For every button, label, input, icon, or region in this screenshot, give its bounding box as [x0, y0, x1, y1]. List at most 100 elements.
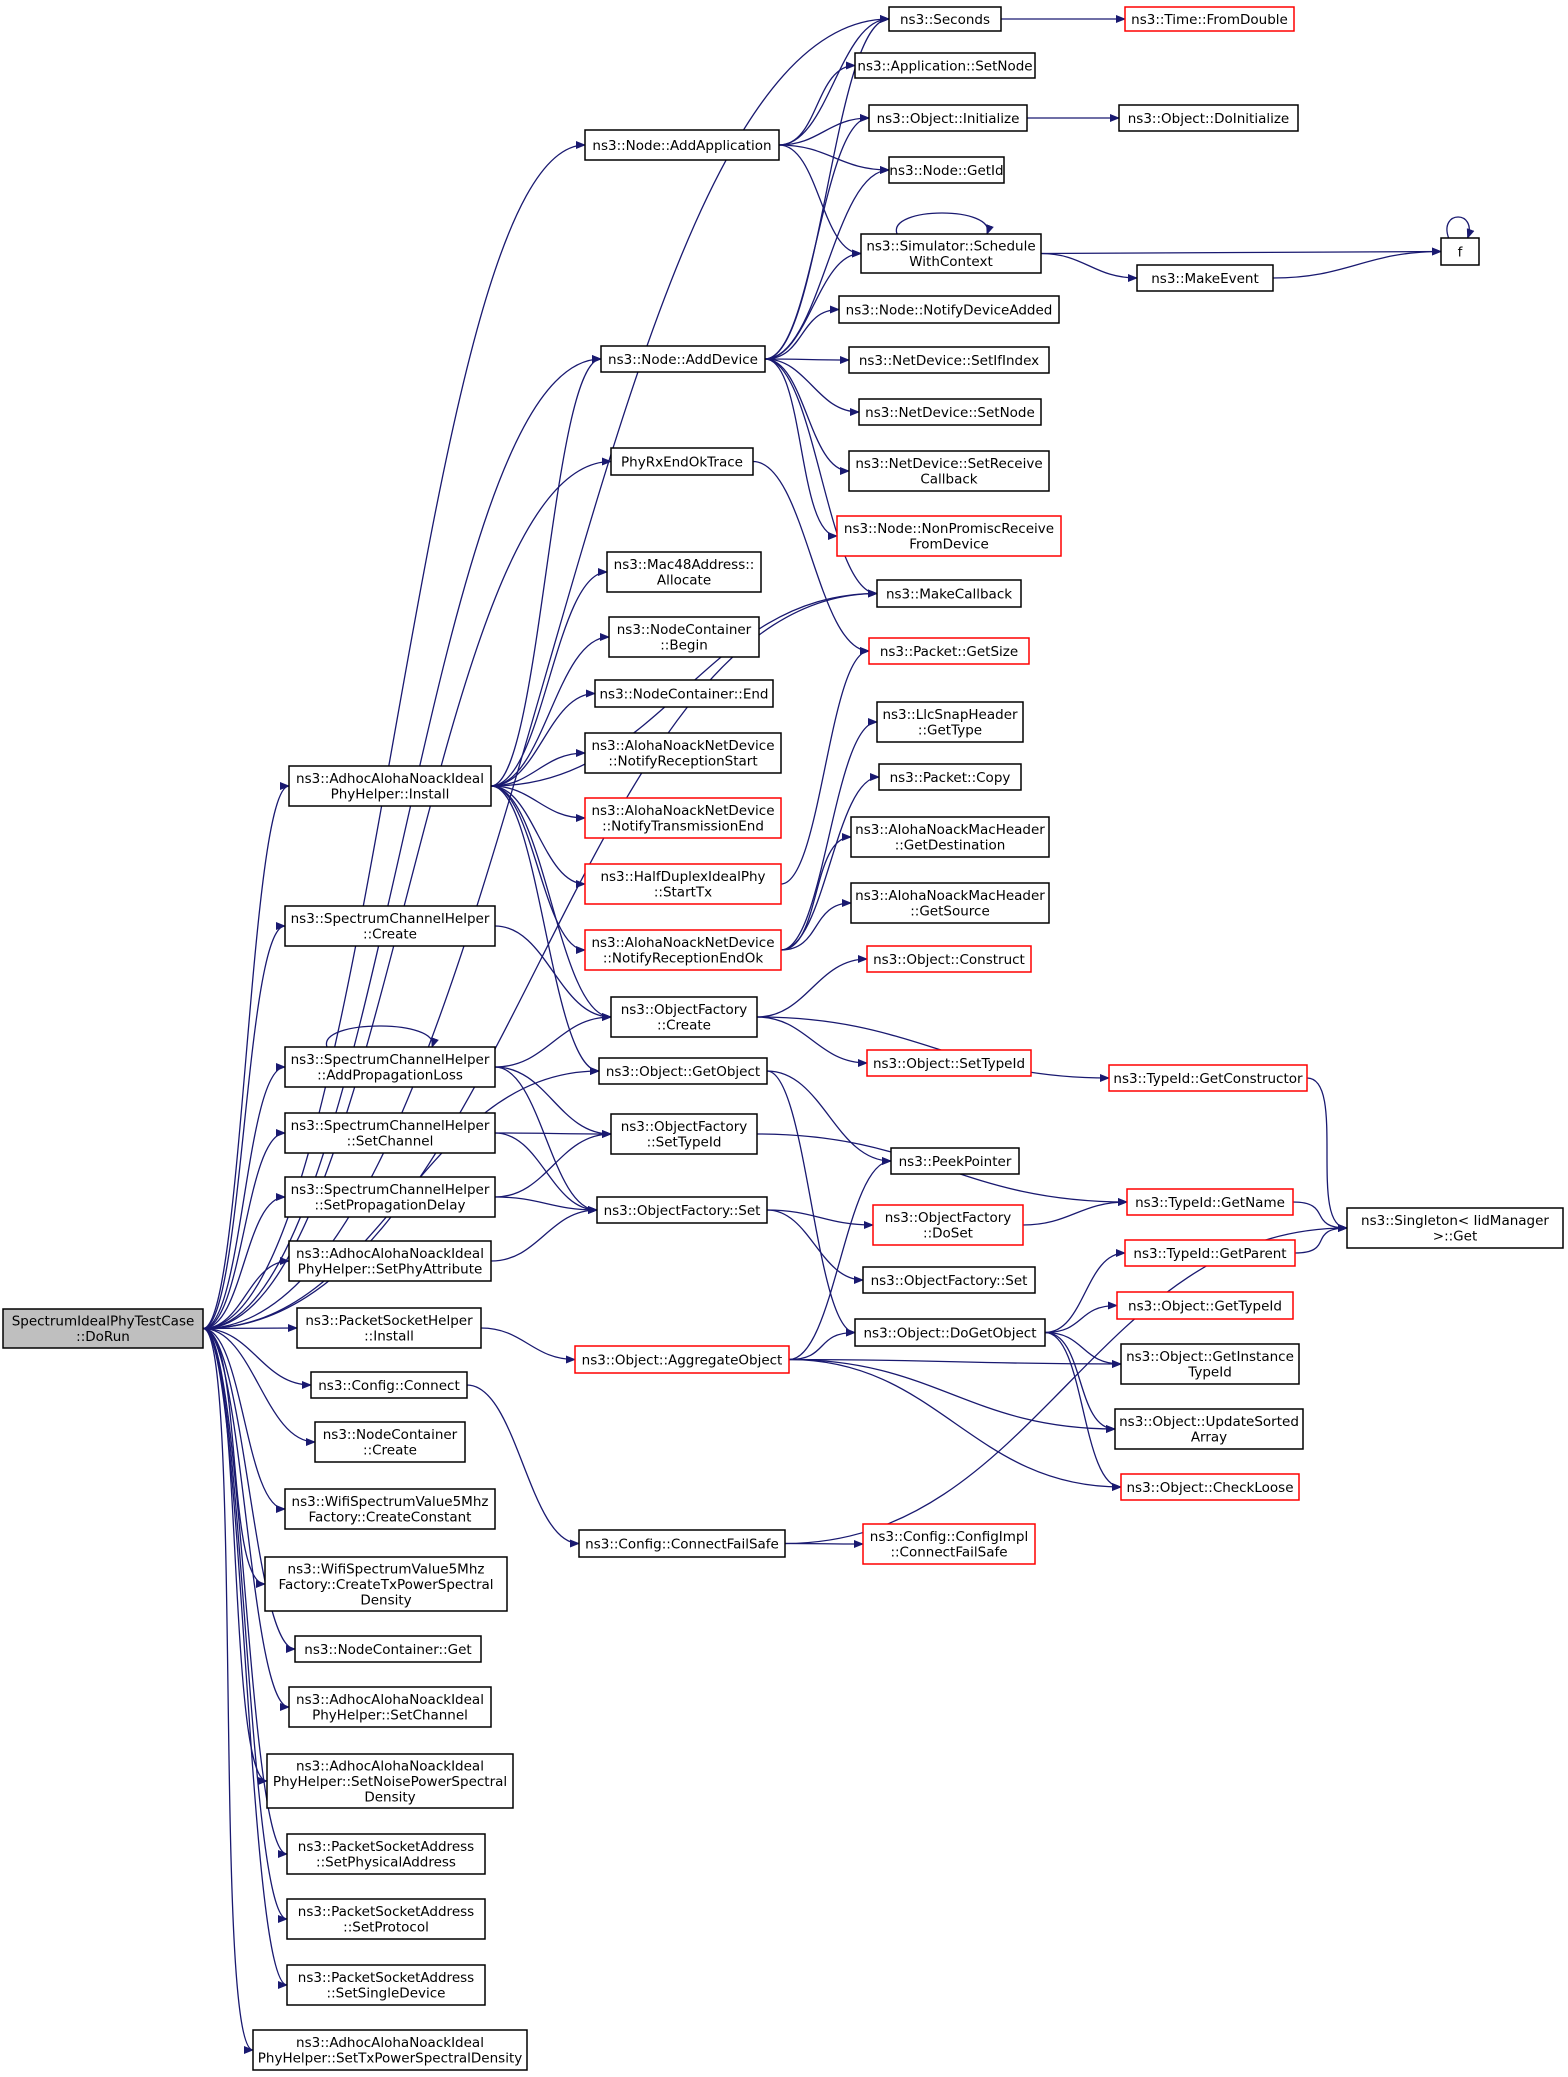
node-box — [610, 1113, 758, 1155]
node-aloha_settxpsd[interactable]: ns3::AdhocAlohaNoackIdealPhyHelper::SetT… — [252, 2029, 528, 2071]
node-box — [1126, 1188, 1294, 1216]
node-time_fromdouble[interactable]: ns3::Time::FromDouble — [1124, 6, 1295, 32]
node-psh_install[interactable]: ns3::PacketSocketHelper::Install — [296, 1307, 482, 1349]
node-nd_setifindex[interactable]: ns3::NetDevice::SetIfIndex — [848, 346, 1050, 374]
node-pkt_getsize[interactable]: ns3::Packet::GetSize — [868, 637, 1030, 665]
node-root[interactable]: SpectrumIdealPhyTestCase::DoRun — [2, 1308, 204, 1349]
node-nc_get[interactable]: ns3::NodeContainer::Get — [294, 1635, 482, 1663]
node-node_notifydev[interactable]: ns3::Node::NotifyDeviceAdded — [838, 295, 1060, 324]
node-aloha_install[interactable]: ns3::AdhocAlohaNoackIdealPhyHelper::Inst… — [288, 765, 492, 807]
node-and_rxstart[interactable]: ns3::AlohaNoackNetDevice::NotifyReceptio… — [584, 732, 782, 774]
node-of_doset[interactable]: ns3::ObjectFactory::DoSet — [872, 1204, 1024, 1246]
node-of_set2[interactable]: ns3::ObjectFactory::Set — [862, 1266, 1036, 1294]
edge-psh_install-to-obj_aggregate — [480, 1327, 576, 1364]
node-nc_begin[interactable]: ns3::NodeContainer::Begin — [608, 616, 760, 658]
node-label-line: Array — [1191, 1430, 1227, 1446]
node-sch_addprop[interactable]: ns3::SpectrumChannelHelper::AddPropagati… — [284, 1046, 496, 1088]
node-pkt_copy[interactable]: ns3::Packet::Copy — [878, 763, 1022, 791]
node-box — [848, 450, 1050, 492]
node-label-line: ns3::Object::CheckLoose — [1126, 1480, 1293, 1496]
node-of_set[interactable]: ns3::ObjectFactory::Set — [596, 1196, 768, 1224]
node-wsv_createtx[interactable]: ns3::WifiSpectrumValue5MhzFactory::Creat… — [264, 1556, 508, 1612]
node-obj_getobject[interactable]: ns3::Object::GetObject — [598, 1057, 768, 1085]
node-node_adddevice[interactable]: ns3::Node::AddDevice — [600, 345, 766, 373]
node-label-line: ns3::NodeContainer — [617, 622, 752, 638]
node-aloha_setchannel[interactable]: ns3::AdhocAlohaNoackIdealPhyHelper::SetC… — [288, 1686, 492, 1728]
node-wsv_createconst[interactable]: ns3::WifiSpectrumValue5MhzFactory::Creat… — [284, 1488, 496, 1530]
node-singleton_get[interactable]: ns3::Singleton< IidManager>::Get — [1346, 1207, 1564, 1249]
node-makecallback[interactable]: ns3::MakeCallback — [876, 579, 1022, 608]
node-seconds[interactable]: ns3::Seconds — [888, 6, 1002, 32]
node-llc_gettype[interactable]: ns3::LlcSnapHeader::GetType — [876, 701, 1024, 743]
node-label-line: ns3::Node::NotifyDeviceAdded — [846, 302, 1053, 318]
node-nc_create[interactable]: ns3::NodeContainer::Create — [314, 1421, 466, 1463]
node-obj_construct[interactable]: ns3::Object::Construct — [866, 945, 1032, 973]
node-label-line: Factory::CreateTxPowerSpectral — [278, 1577, 493, 1593]
node-cfgimpl_connectfs[interactable]: ns3::Config::ConfigImpl::ConnectFailSafe — [862, 1523, 1036, 1565]
node-hd_starttx[interactable]: ns3::HalfDuplexIdealPhy::StartTx — [584, 863, 782, 905]
node-psa_setproto[interactable]: ns3::PacketSocketAddress::SetProtocol — [286, 1898, 486, 1940]
edge-sch_addprop-to-of_set — [494, 1066, 598, 1214]
node-nc_end[interactable]: ns3::NodeContainer::End — [594, 679, 774, 708]
node-f[interactable]: f — [1440, 237, 1480, 266]
node-tid_getctor[interactable]: ns3::TypeId::GetConstructor — [1108, 1064, 1308, 1092]
node-aloha_setnoise[interactable]: ns3::AdhocAlohaNoackIdealPhyHelper::SetN… — [266, 1753, 514, 1809]
node-obj_initialize[interactable]: ns3::Object::Initialize — [868, 104, 1028, 132]
edge-node_addapp-to-obj_initialize — [778, 114, 870, 146]
node-psa_setsingle[interactable]: ns3::PacketSocketAddress::SetSingleDevic… — [286, 1964, 486, 2006]
node-nd_setnode[interactable]: ns3::NetDevice::SetNode — [858, 398, 1042, 426]
node-label-line: ns3::LlcSnapHeader — [882, 707, 1018, 723]
node-app_setnode[interactable]: ns3::Application::SetNode — [854, 52, 1036, 79]
node-box — [600, 345, 766, 373]
node-label-line: ns3::TypeId::GetParent — [1133, 1246, 1286, 1262]
node-label-line: ns3::Object::Initialize — [877, 111, 1020, 127]
edge-root-to-psa_setphys — [202, 1327, 288, 1858]
node-obj_aggregate[interactable]: ns3::Object::AggregateObject — [574, 1345, 790, 1374]
node-obj_settypeid[interactable]: ns3::Object::SetTypeId — [866, 1049, 1032, 1077]
node-label-line: ns3::NodeContainer::End — [600, 686, 769, 702]
node-of_create[interactable]: ns3::ObjectFactory::Create — [610, 996, 758, 1038]
node-node_addapp[interactable]: ns3::Node::AddApplication — [584, 129, 780, 161]
node-makeevent[interactable]: ns3::MakeEvent — [1136, 264, 1274, 292]
node-obj_dogetobject[interactable]: ns3::Object::DoGetObject — [854, 1318, 1046, 1347]
node-node_getid[interactable]: ns3::Node::GetId — [888, 156, 1005, 184]
node-mac48_alloc[interactable]: ns3::Mac48Address::Allocate — [606, 551, 762, 593]
node-box — [284, 1046, 496, 1088]
node-box — [890, 1147, 1020, 1175]
edge-sch_setpropdelay-to-of_settypeid — [494, 1130, 612, 1198]
node-mac_getdest[interactable]: ns3::AlohaNoackMacHeader::GetDestination — [850, 816, 1050, 858]
node-cfg_connect[interactable]: ns3::Config::Connect — [310, 1371, 468, 1399]
node-and_rxendok[interactable]: ns3::AlohaNoackNetDevice::NotifyReceptio… — [584, 929, 782, 971]
node-and_txend[interactable]: ns3::AlohaNoackNetDevice::NotifyTransmis… — [584, 797, 782, 839]
node-box — [888, 156, 1005, 184]
edge-aloha_install-to-node_adddevice — [490, 355, 602, 787]
node-sch_setpropdelay[interactable]: ns3::SpectrumChannelHelper::SetPropagati… — [284, 1176, 496, 1218]
edge-f-to-f — [1446, 216, 1475, 239]
node-sch_create[interactable]: ns3::SpectrumChannelHelper::Create — [284, 905, 496, 947]
node-tid_getname[interactable]: ns3::TypeId::GetName — [1126, 1188, 1294, 1216]
node-obj_doinit[interactable]: ns3::Object::DoInitialize — [1118, 104, 1299, 132]
node-box — [594, 679, 774, 708]
node-mac_getsrc[interactable]: ns3::AlohaNoackMacHeader::GetSource — [850, 882, 1050, 924]
node-obj_checkloose[interactable]: ns3::Object::CheckLoose — [1120, 1473, 1300, 1501]
node-label-line: Factory::CreateConstant — [309, 1510, 472, 1526]
node-obj_gettypeid[interactable]: ns3::Object::GetTypeId — [1116, 1291, 1294, 1320]
node-phyrx_trace[interactable]: PhyRxEndOkTrace — [610, 447, 754, 476]
node-label-line: ns3::PacketSocketAddress — [298, 1970, 474, 1986]
node-label-line: PhyRxEndOkTrace — [621, 454, 743, 470]
node-tid_getparent[interactable]: ns3::TypeId::GetParent — [1124, 1239, 1296, 1267]
node-peekpointer[interactable]: ns3::PeekPointer — [890, 1147, 1020, 1175]
node-of_settypeid[interactable]: ns3::ObjectFactory::SetTypeId — [610, 1113, 758, 1155]
node-psa_setphys[interactable]: ns3::PacketSocketAddress::SetPhysicalAdd… — [286, 1833, 486, 1875]
node-aloha_setphyattr[interactable]: ns3::AdhocAlohaNoackIdealPhyHelper::SetP… — [288, 1240, 492, 1282]
node-box — [872, 1204, 1024, 1246]
node-sch_setchannel[interactable]: ns3::SpectrumChannelHelper::SetChannel — [284, 1112, 496, 1154]
node-box — [264, 1556, 508, 1612]
node-cfg_connectfs[interactable]: ns3::Config::ConnectFailSafe — [578, 1529, 786, 1558]
edge-obj_dogetobject-to-obj_getinsttid — [1044, 1331, 1122, 1368]
